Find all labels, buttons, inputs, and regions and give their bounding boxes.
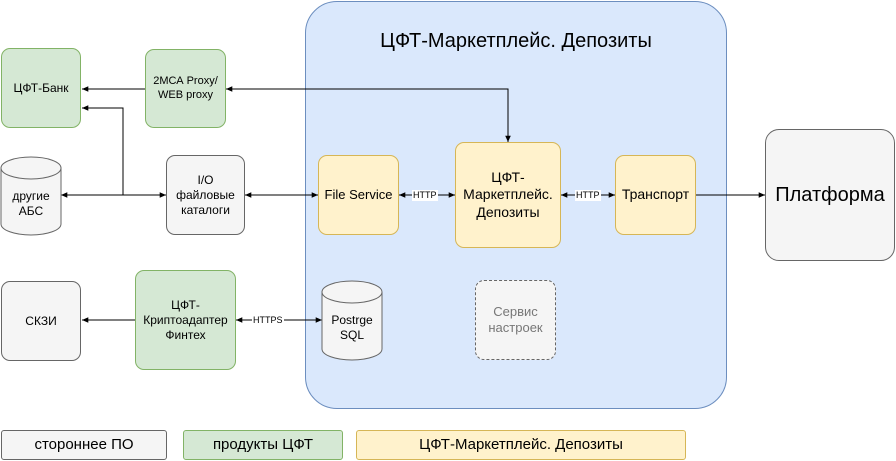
legend-third-party: стороннее ПО (1, 430, 167, 460)
other-abs-cylinder (0, 156, 62, 236)
edge-proxy-marketplace (226, 86, 511, 142)
marketplace-node: ЦФТ- Маркетплейс. Депозиты (455, 142, 561, 248)
file-service-node: File Service (318, 155, 399, 235)
cft-bank-label: ЦФТ-Банк (13, 80, 69, 95)
platform-node: Платформа (765, 129, 895, 261)
postgres-label: Postrge SQL (331, 313, 373, 342)
legend-marketplace-label: ЦФТ-Маркетплейс. Депозиты (419, 435, 623, 453)
marketplace-label: ЦФТ- Маркетплейс. Депозиты (463, 168, 553, 220)
edge-label-crypto-pg: HTTPS (252, 315, 284, 326)
edge-label-fs-mp: HTTP (412, 190, 438, 201)
crypto-adapter-node: ЦФТ- Криптоадаптер Финтех (135, 270, 236, 370)
cft-bank-node: ЦФТ-Банк (1, 48, 81, 128)
legend-third-party-label: стороннее ПО (34, 435, 134, 453)
crypto-adapter-label: ЦФТ- Криптоадаптер Финтех (143, 297, 228, 342)
container-title: ЦФТ-Маркетплейс. Депозиты (380, 30, 652, 52)
legend-cft-products: продукты ЦФТ (183, 430, 343, 460)
proxy-label: 2МСА Proxy/ WEB proxy (153, 74, 218, 101)
transport-label: Транспорт (621, 186, 690, 203)
other-abs-label: другие АБС (12, 189, 50, 218)
transport-node: Транспорт (615, 155, 696, 235)
settings-service-label: Сервис настроек (488, 303, 543, 335)
legend-marketplace: ЦФТ-Маркетплейс. Депозиты (356, 430, 686, 460)
io-catalogs-label: I/O файловые каталоги (176, 172, 235, 217)
settings-service-node: Сервис настроек (475, 280, 556, 360)
postgres-cylinder (321, 280, 383, 361)
skzi-label: СКЗИ (25, 313, 57, 328)
legend-cft-products-label: продукты ЦФТ (212, 435, 314, 453)
proxy-node: 2МСА Proxy/ WEB proxy (145, 49, 226, 128)
file-service-label: File Service (324, 186, 393, 202)
io-catalogs-node: I/O файловые каталоги (166, 155, 245, 235)
skzi-node: СКЗИ (1, 281, 81, 361)
platform-label: Платформа (775, 183, 885, 206)
edge-label-mp-tr: HTTP (575, 190, 601, 201)
